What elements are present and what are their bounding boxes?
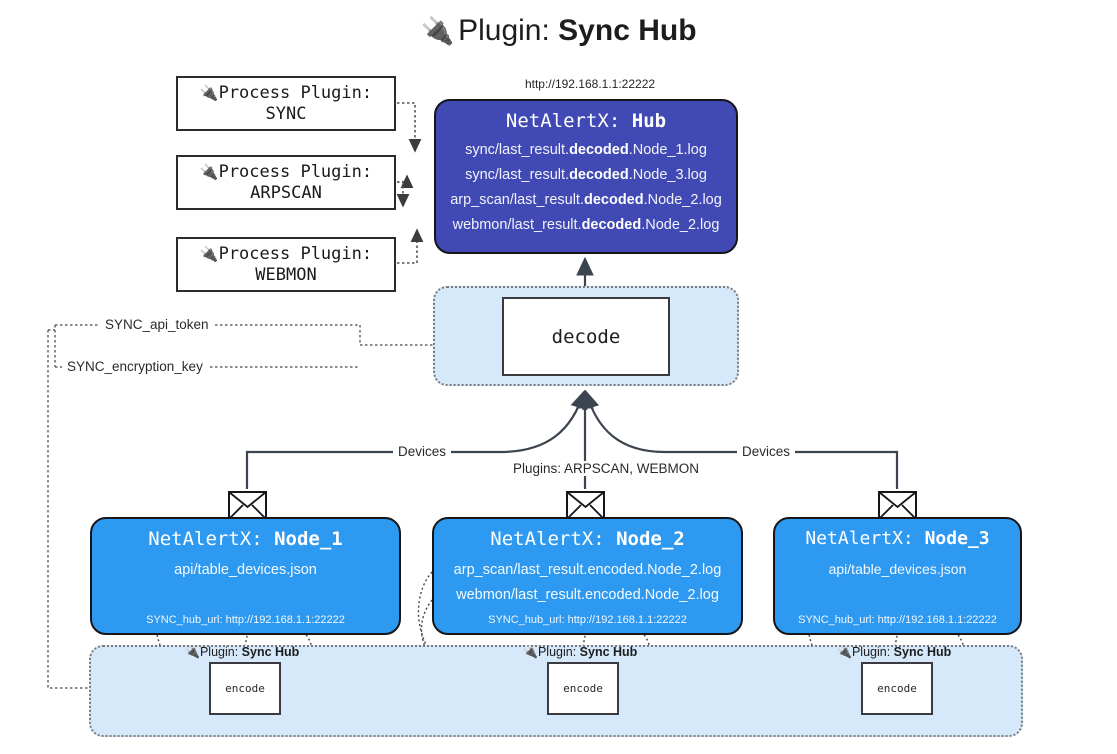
page-title-name: Sync Hub xyxy=(558,14,697,47)
encode-box-1[interactable]: encode xyxy=(209,662,281,715)
hub-log-line: sync/last_result.decoded.Node_1.log xyxy=(465,142,707,158)
process-plugin-arpscan-line1: 🔌Process Plugin: xyxy=(199,162,373,182)
node-line: api/table_devices.json xyxy=(174,562,317,578)
node-2-name: Node_2 xyxy=(616,528,685,550)
encode-box-3[interactable]: encode xyxy=(861,662,933,715)
label-devices-right: Devices xyxy=(737,444,796,459)
process-plugin-box-arpscan[interactable]: 🔌Process Plugin: ARPSCAN xyxy=(176,155,396,210)
node-line: arp_scan/last_result.encoded.Node_2.log xyxy=(453,562,722,578)
label-sync-api-token: SYNC_api_token xyxy=(100,317,214,332)
node-2-hub-url: SYNC_hub_url: http://192.168.1.1:22222 xyxy=(488,614,687,626)
node-box-node-3[interactable]: NetAlertX: Node_3 api/table_devices.json… xyxy=(773,517,1022,635)
hub-title: NetAlertX: Hub xyxy=(436,110,736,132)
encode-plugin-label-3: 🔌Plugin: Sync Hub xyxy=(837,645,952,659)
label-plugins-middle: Plugins: ARPSCAN, WEBMON xyxy=(508,461,705,476)
process-plugin-webmon-line1: 🔌Process Plugin: xyxy=(199,244,373,264)
plug-icon: 🔌 xyxy=(837,645,852,659)
plug-icon: 🔌 xyxy=(185,645,200,659)
process-plugin-sync-line1: 🔌Process Plugin: xyxy=(199,83,373,103)
node-box-node-1[interactable]: NetAlertX: Node_1 api/table_devices.json… xyxy=(90,517,401,635)
node-1-title: NetAlertX: Node_1 xyxy=(148,528,343,550)
node-1-lines: api/table_devices.json xyxy=(92,558,399,583)
page-title-prefix: Plugin: xyxy=(458,14,559,47)
envelope-icon xyxy=(878,491,917,520)
node-2-title: NetAlertX: Node_2 xyxy=(490,528,685,550)
node-1-name: Node_1 xyxy=(274,528,343,550)
process-plugin-webmon-name: WEBMON xyxy=(255,265,317,286)
encode-box-2[interactable]: encode xyxy=(547,662,619,715)
hub-title-prefix: NetAlertX: xyxy=(505,110,632,132)
node-3-hub-url: SYNC_hub_url: http://192.168.1.1:22222 xyxy=(798,614,997,626)
node-3-name: Node_3 xyxy=(924,528,990,549)
node-box-node-2[interactable]: NetAlertX: Node_2 arp_scan/last_result.e… xyxy=(432,517,743,635)
hub-url-label: http://192.168.1.1:22222 xyxy=(524,77,656,91)
envelope-icon xyxy=(566,491,605,520)
hub-log-line: arp_scan/last_result.decoded.Node_2.log xyxy=(450,192,722,208)
plug-icon: 🔌 xyxy=(420,16,455,46)
page-title: 🔌Plugin: Sync Hub xyxy=(0,14,1117,48)
process-plugin-box-webmon[interactable]: 🔌Process Plugin: WEBMON xyxy=(176,237,396,292)
encode-plugin-label-1: 🔌Plugin: Sync Hub xyxy=(185,645,300,659)
encode-plugin-label-2: 🔌Plugin: Sync Hub xyxy=(523,645,638,659)
hub-log-line: webmon/last_result.decoded.Node_2.log xyxy=(452,217,720,233)
process-plugin-sync-name: SYNC xyxy=(265,104,307,125)
envelope-icon xyxy=(228,491,267,520)
plug-icon: 🔌 xyxy=(199,245,219,263)
label-devices-left: Devices xyxy=(393,444,452,459)
node-1-hub-url: SYNC_hub_url: http://192.168.1.1:22222 xyxy=(146,614,345,626)
node-line: webmon/last_result.encoded.Node_2.log xyxy=(456,587,719,603)
decode-box[interactable]: decode xyxy=(502,297,670,376)
hub-log-line: sync/last_result.decoded.Node_3.log xyxy=(465,167,707,183)
label-sync-encryption-key: SYNC_encryption_key xyxy=(62,359,208,374)
node-3-lines: api/table_devices.json xyxy=(775,557,1020,582)
node-3-title: NetAlertX: Node_3 xyxy=(805,528,990,549)
plug-icon: 🔌 xyxy=(523,645,538,659)
plug-icon: 🔌 xyxy=(199,163,219,181)
hub-log-list: sync/last_result.decoded.Node_1.log sync… xyxy=(436,138,736,238)
node-line: api/table_devices.json xyxy=(828,561,967,577)
node-2-lines: arp_scan/last_result.encoded.Node_2.log … xyxy=(434,558,741,608)
process-plugin-arpscan-name: ARPSCAN xyxy=(250,183,322,204)
process-plugin-box-sync[interactable]: 🔌Process Plugin: SYNC xyxy=(176,76,396,131)
hub-title-name: Hub xyxy=(631,110,667,132)
plug-icon: 🔌 xyxy=(199,84,219,102)
hub-node-box[interactable]: NetAlertX: Hub sync/last_result.decoded.… xyxy=(434,99,738,254)
